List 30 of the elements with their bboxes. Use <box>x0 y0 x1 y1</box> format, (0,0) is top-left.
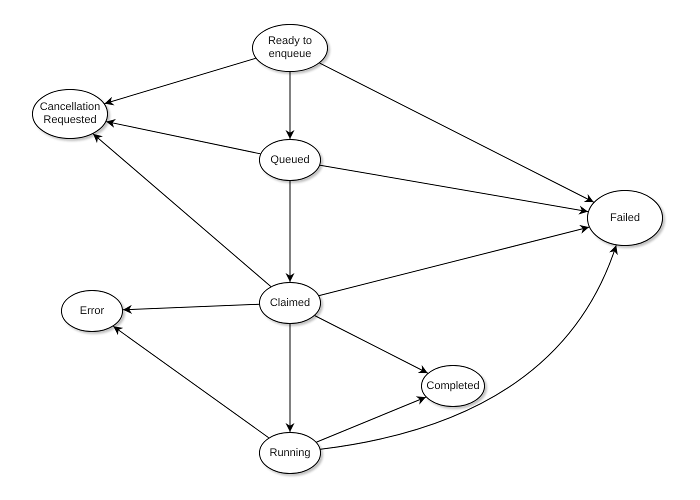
state-ellipse <box>61 290 123 332</box>
state-label: Completed <box>426 380 480 392</box>
arrow <box>92 133 272 287</box>
state-ellipse <box>259 139 321 181</box>
state-label: Cancellation Requested <box>38 101 102 127</box>
state-ellipse <box>259 432 321 474</box>
arrow <box>314 315 428 374</box>
arrow <box>286 72 294 140</box>
arrow <box>106 119 261 154</box>
state-label: Queued <box>270 154 310 166</box>
state-ellipse <box>252 24 328 72</box>
state-label: Failed <box>610 212 640 224</box>
arrow <box>286 180 294 282</box>
arrow <box>320 244 618 450</box>
arrow <box>319 62 594 203</box>
state-label: Error <box>80 304 104 318</box>
state-ellipse <box>421 365 485 407</box>
arrow <box>318 224 590 296</box>
arrow <box>122 304 260 314</box>
arrow <box>104 58 256 106</box>
arrow <box>286 324 294 432</box>
state-ellipse <box>587 190 663 246</box>
arrow <box>320 164 588 214</box>
arrow <box>316 396 426 443</box>
arrow <box>112 326 270 438</box>
state-ellipse <box>32 89 108 139</box>
state-label: Claimed <box>270 296 310 310</box>
state-label: Ready to enqueue <box>266 35 314 61</box>
state-label: Running <box>270 446 310 460</box>
state-ellipse <box>259 282 321 324</box>
